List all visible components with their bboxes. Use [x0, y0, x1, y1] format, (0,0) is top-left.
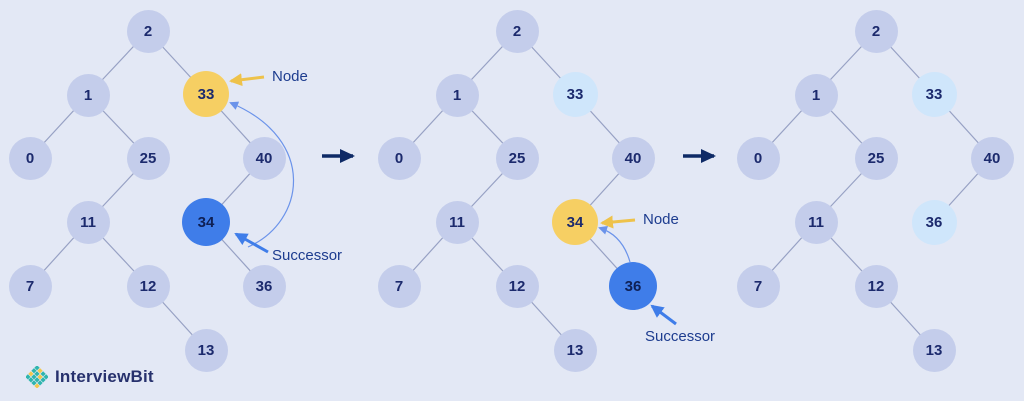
tree-node-25: 25 [495, 136, 539, 180]
tree-node-13: 13 [184, 328, 228, 372]
tree-node-1: 1 [66, 73, 110, 117]
tree-node-25: 25 [126, 136, 170, 180]
tree-node-12: 12 [126, 264, 170, 308]
tree-node-2: 2 [495, 9, 539, 53]
tree-node-34: 34 [182, 198, 230, 246]
successor-link-curve [598, 225, 631, 263]
tree-node-25: 25 [854, 136, 898, 180]
tree-node-1: 1 [435, 73, 479, 117]
tree-node-33: 33 [552, 71, 598, 117]
interviewbit-logo-icon [26, 366, 48, 388]
successor-arrow-icon [234, 232, 269, 254]
tree-node-2: 2 [126, 9, 170, 53]
interviewbit-logo: InterviewBit [26, 366, 154, 388]
tree-node-12: 12 [495, 264, 539, 308]
tree-node-0: 0 [736, 136, 780, 180]
tree-node-33: 33 [911, 71, 957, 117]
annotation-label-node: Node [272, 68, 308, 85]
tree-node-11: 11 [435, 200, 479, 244]
tree-node-0: 0 [8, 136, 52, 180]
node-arrow-icon [600, 215, 636, 229]
tree-node-40: 40 [242, 136, 286, 180]
tree-node-13: 13 [553, 328, 597, 372]
tree-node-7: 7 [8, 264, 52, 308]
tree-node-33: 33 [183, 71, 229, 117]
successor-arrow-icon [650, 304, 677, 326]
tree-node-12: 12 [854, 264, 898, 308]
tree-node-11: 11 [66, 200, 110, 244]
tree-node-11: 11 [794, 200, 838, 244]
annotation-label-node: Node [643, 211, 679, 228]
tree-node-13: 13 [912, 328, 956, 372]
tree-node-2: 2 [854, 9, 898, 53]
tree-node-36: 36 [911, 199, 957, 245]
tree-node-40: 40 [970, 136, 1014, 180]
tree-node-7: 7 [736, 264, 780, 308]
tree-node-0: 0 [377, 136, 421, 180]
tree-node-36: 36 [242, 264, 286, 308]
logo-text: InterviewBit [55, 367, 154, 386]
tree-node-1: 1 [794, 73, 838, 117]
tree-node-40: 40 [611, 136, 655, 180]
annotation-label-successor: Successor [272, 247, 343, 264]
annotation-label-successor: Successor [645, 328, 716, 345]
tree-node-7: 7 [377, 264, 421, 308]
tree-node-34: 34 [552, 199, 598, 245]
successor-link-curve [229, 101, 295, 248]
tree-node-36: 36 [609, 262, 657, 310]
node-arrow-icon [229, 73, 265, 87]
